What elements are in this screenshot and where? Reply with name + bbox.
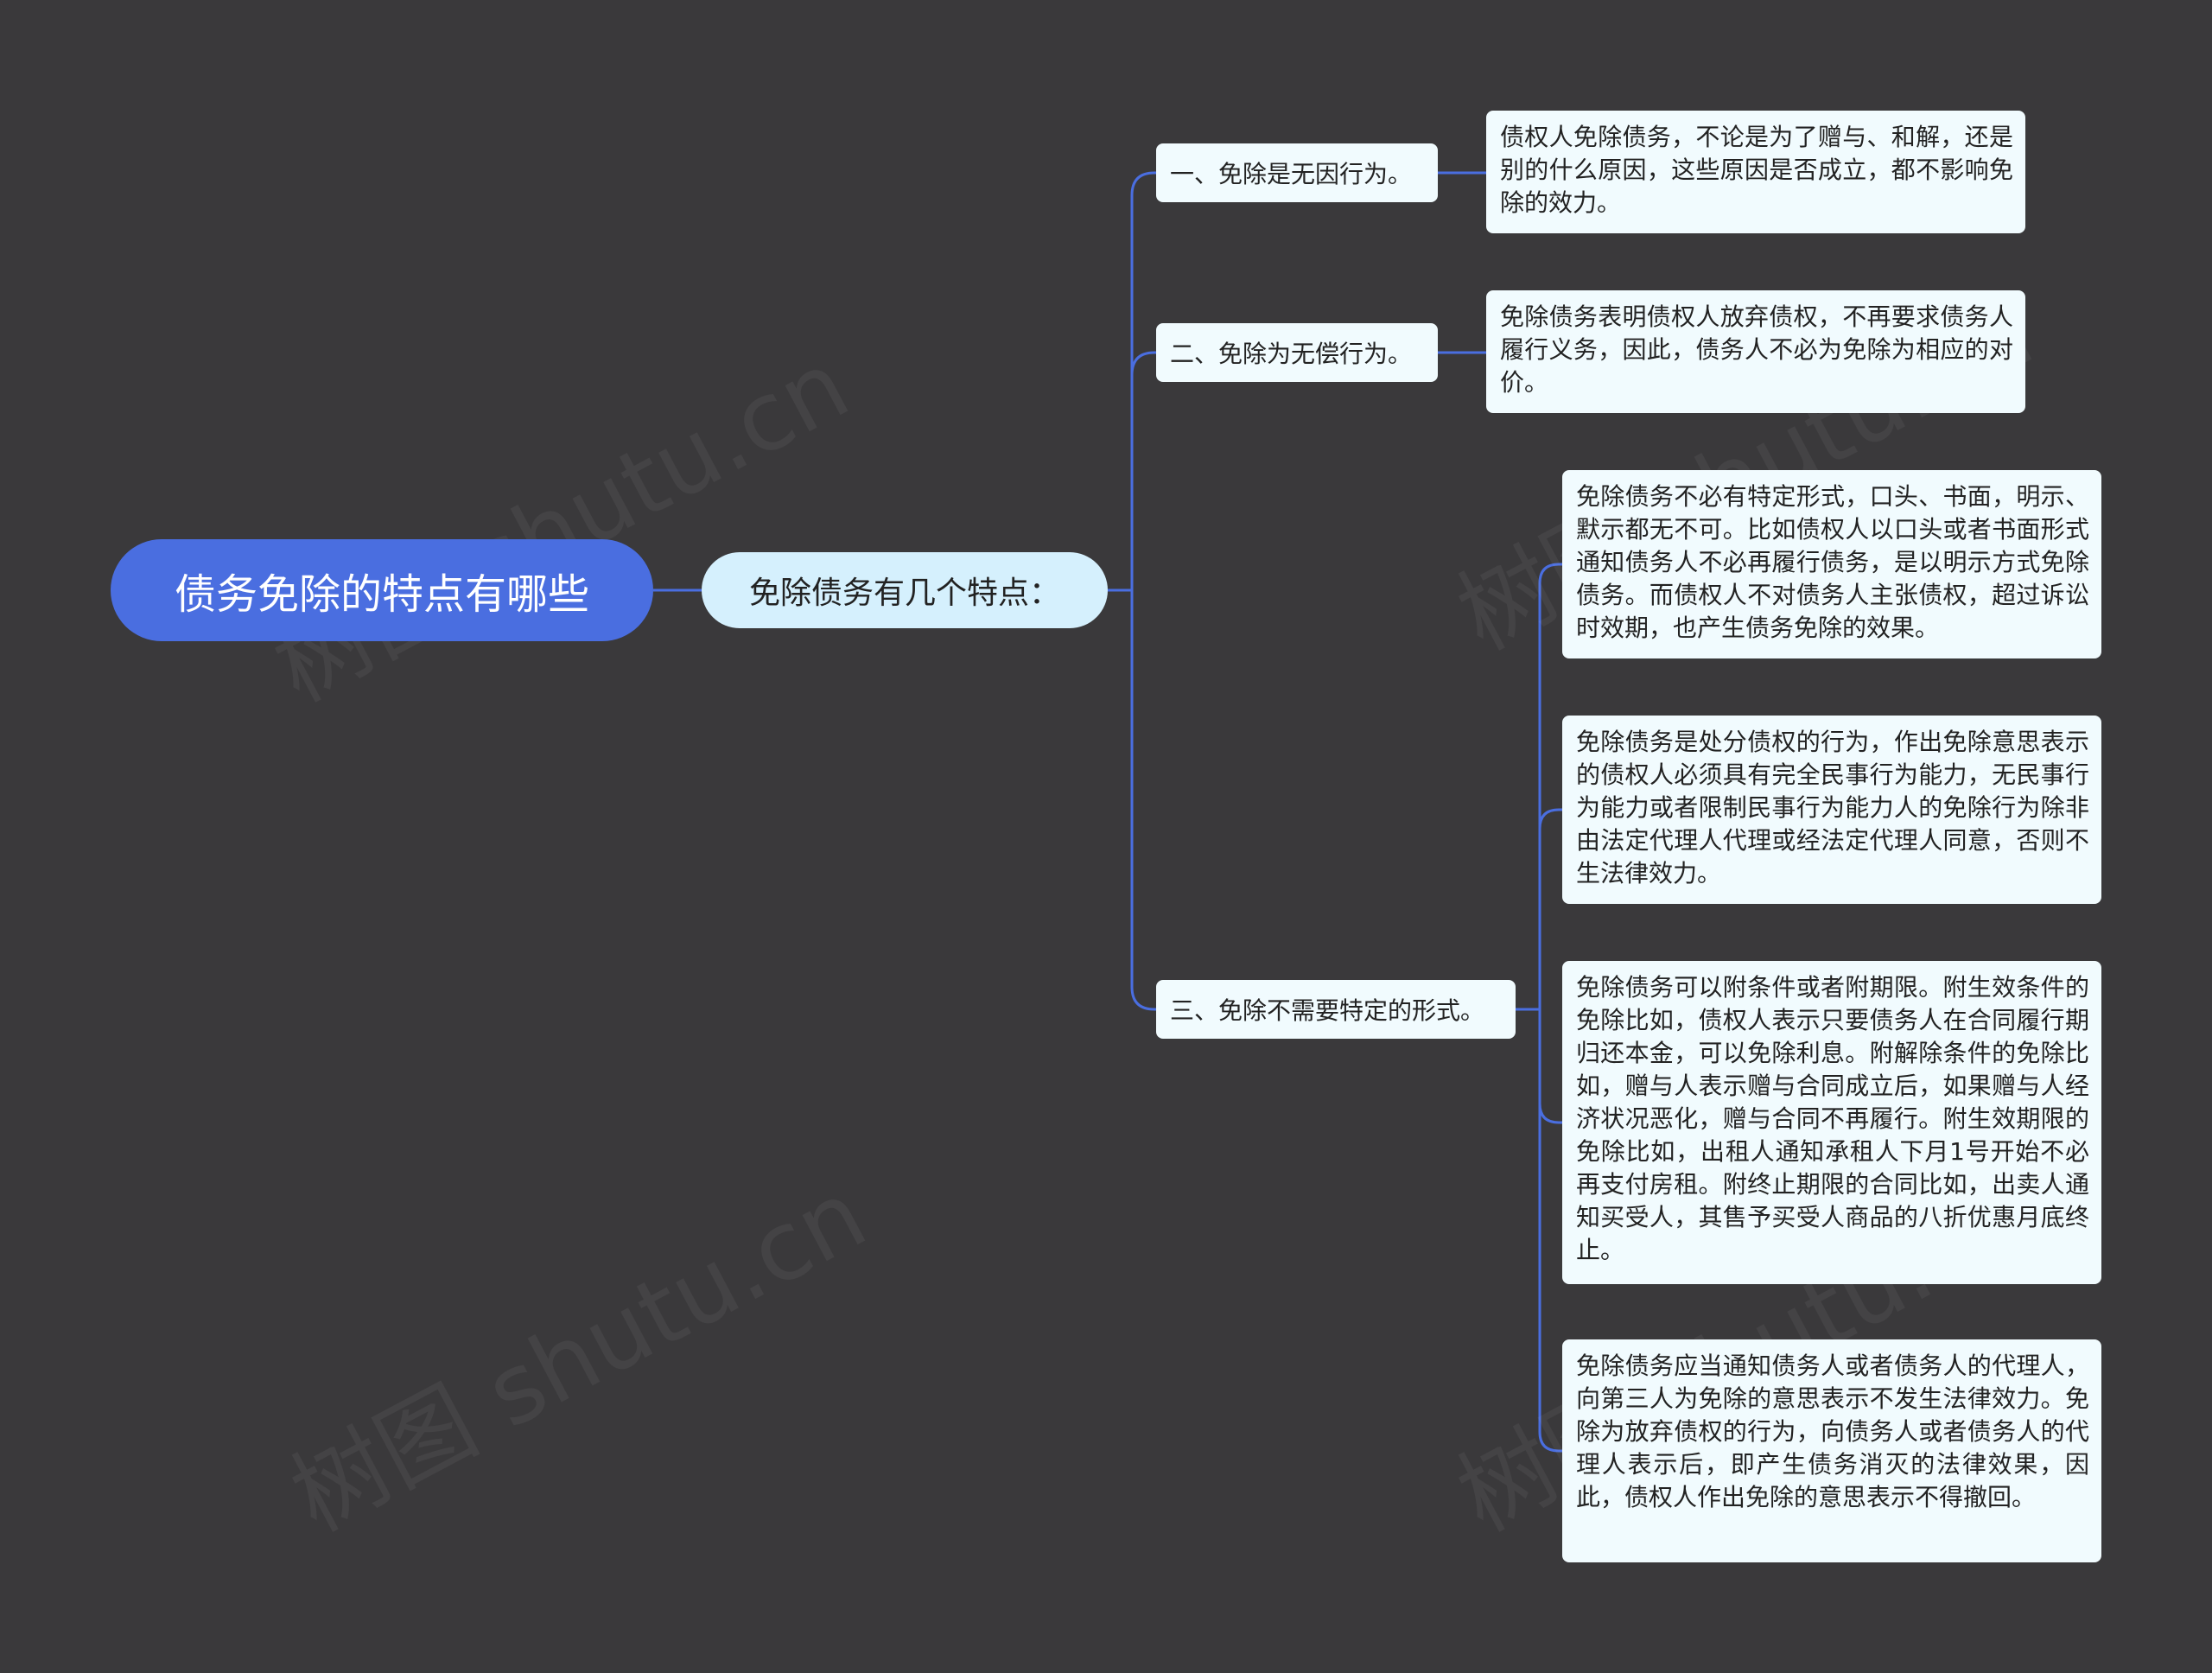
connector-leaf-4 bbox=[1538, 808, 1562, 1009]
connector-branch-1 bbox=[1130, 171, 1156, 590]
leaf-text: 免除债务应当通知债务人或者债务人的代理人，向第三人为免除的意思表示不发生法律效力… bbox=[1576, 1352, 2089, 1511]
leaf-node-6[interactable]: 免除债务应当通知债务人或者债务人的代理人，向第三人为免除的意思表示不发生法律效力… bbox=[1562, 1339, 2101, 1562]
leaf-node-2[interactable]: 免除债务表明债权人放弃债权，不再要求债务人履行义务，因此，债务人不必为免除为相应… bbox=[1486, 290, 2025, 413]
leaf-text: 免除债务表明债权人放弃债权，不再要求债务人履行义务，因此，债务人不必为免除为相应… bbox=[1500, 302, 2013, 397]
leaf-text: 免除债务可以附条件或者附期限。附生效条件的免除比如，债权人表示只要债务人在合同履… bbox=[1576, 973, 2089, 1264]
root-topic-label: 债务免除的特点有哪些 bbox=[174, 570, 589, 619]
connector-leaf-5 bbox=[1538, 1009, 1562, 1124]
branch-label: 二、免除为无偿行为。 bbox=[1170, 340, 1413, 368]
branch-label: 一、免除是无因行为。 bbox=[1170, 160, 1413, 188]
connector-leaf-3 bbox=[1538, 563, 1562, 1009]
leaf-text: 免除债务是处分债权的行为，作出免除意思表示的债权人必须具有完全民事行为能力，无民… bbox=[1576, 728, 2089, 887]
leaf-node-5[interactable]: 免除债务可以附条件或者附期限。附生效条件的免除比如，债权人表示只要债务人在合同履… bbox=[1562, 961, 2101, 1284]
branch-node-2[interactable]: 二、免除为无偿行为。 bbox=[1156, 323, 1438, 382]
connector-branch-2 bbox=[1130, 351, 1156, 590]
leaf-node-3[interactable]: 免除债务不必有特定形式，口头、书面，明示、默示都无不可。比如债权人以口头或者书面… bbox=[1562, 470, 2101, 658]
branch-label: 三、免除不需要特定的形式。 bbox=[1170, 996, 1485, 1025]
leaf-text: 债权人免除债务，不论是为了赠与、和解，还是别的什么原因，这些原因是否成立，都不影… bbox=[1500, 123, 2013, 217]
branch-node-1[interactable]: 一、免除是无因行为。 bbox=[1156, 143, 1438, 202]
leaf-node-1[interactable]: 债权人免除债务，不论是为了赠与、和解，还是别的什么原因，这些原因是否成立，都不影… bbox=[1486, 111, 2025, 233]
connector-leaf-6 bbox=[1538, 1009, 1562, 1453]
connector-branch-3 bbox=[1130, 590, 1156, 1011]
branch-node-3[interactable]: 三、免除不需要特定的形式。 bbox=[1156, 980, 1516, 1039]
root-topic[interactable]: 债务免除的特点有哪些 bbox=[111, 539, 653, 641]
leaf-node-4[interactable]: 免除债务是处分债权的行为，作出免除意思表示的债权人必须具有完全民事行为能力，无民… bbox=[1562, 716, 2101, 904]
main-topic-label: 免除债务有几个特点： bbox=[748, 576, 1060, 611]
leaf-text: 免除债务不必有特定形式，口头、书面，明示、默示都无不可。比如债权人以口头或者书面… bbox=[1576, 482, 2089, 642]
main-topic[interactable]: 免除债务有几个特点： bbox=[702, 552, 1108, 628]
